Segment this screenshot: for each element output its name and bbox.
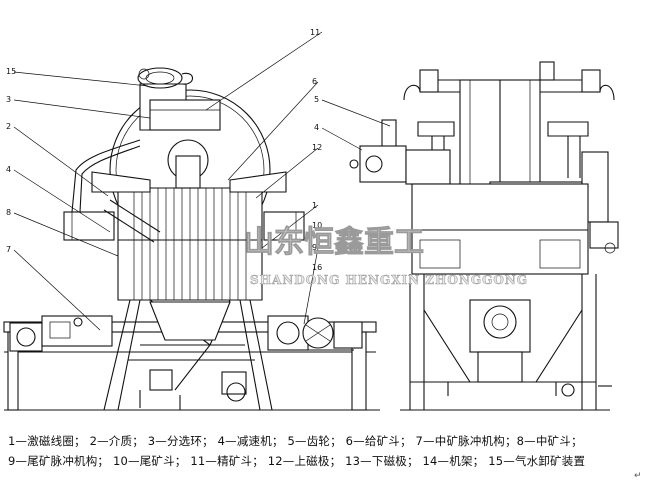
legend-line-2: 9—尾矿脉冲机构； 10—尾矿斗； 11—精矿斗； 12—上磁极； 13—下磁极… [8,454,586,468]
callout-5: 5 [314,95,319,104]
callout-10: 10 [312,221,322,230]
callout-1: 1 [312,201,317,210]
callout-numbers: 15 3 2 11 4 7 6 12 8 9 5 4 1 10 16 [6,28,322,272]
callout-7: 7 [6,245,11,254]
callout-2: 2 [6,122,11,131]
watermark: 山东恒鑫重工 SHANDONG HENGXIN ZHONGGONG [244,225,528,288]
watermark-text: 山东恒鑫重工 [244,225,424,260]
side-view [321,61,619,411]
callout-15: 15 [6,67,16,76]
watermark-pinyin: SHANDONG HENGXIN ZHONGGONG [250,273,528,287]
callout-8: 8 [6,208,11,217]
callout-4-right: 4 [314,123,319,132]
callout-9: 9 [312,243,317,252]
coil-slats [133,188,247,300]
callout-3: 3 [6,95,11,104]
callout-12: 12 [312,143,322,152]
corner-mark: ↵ [634,471,642,481]
legend-line-1: 1—激磁线圈； 2—介质； 3—分选环； 4—减速机； 5—齿轮； 6—给矿斗；… [8,434,583,448]
callout-6: 6 [312,77,317,86]
callout-11: 11 [310,28,320,37]
callout-16: 16 [312,263,322,272]
front-view [3,31,380,411]
callout-4-left: 4 [6,165,11,174]
